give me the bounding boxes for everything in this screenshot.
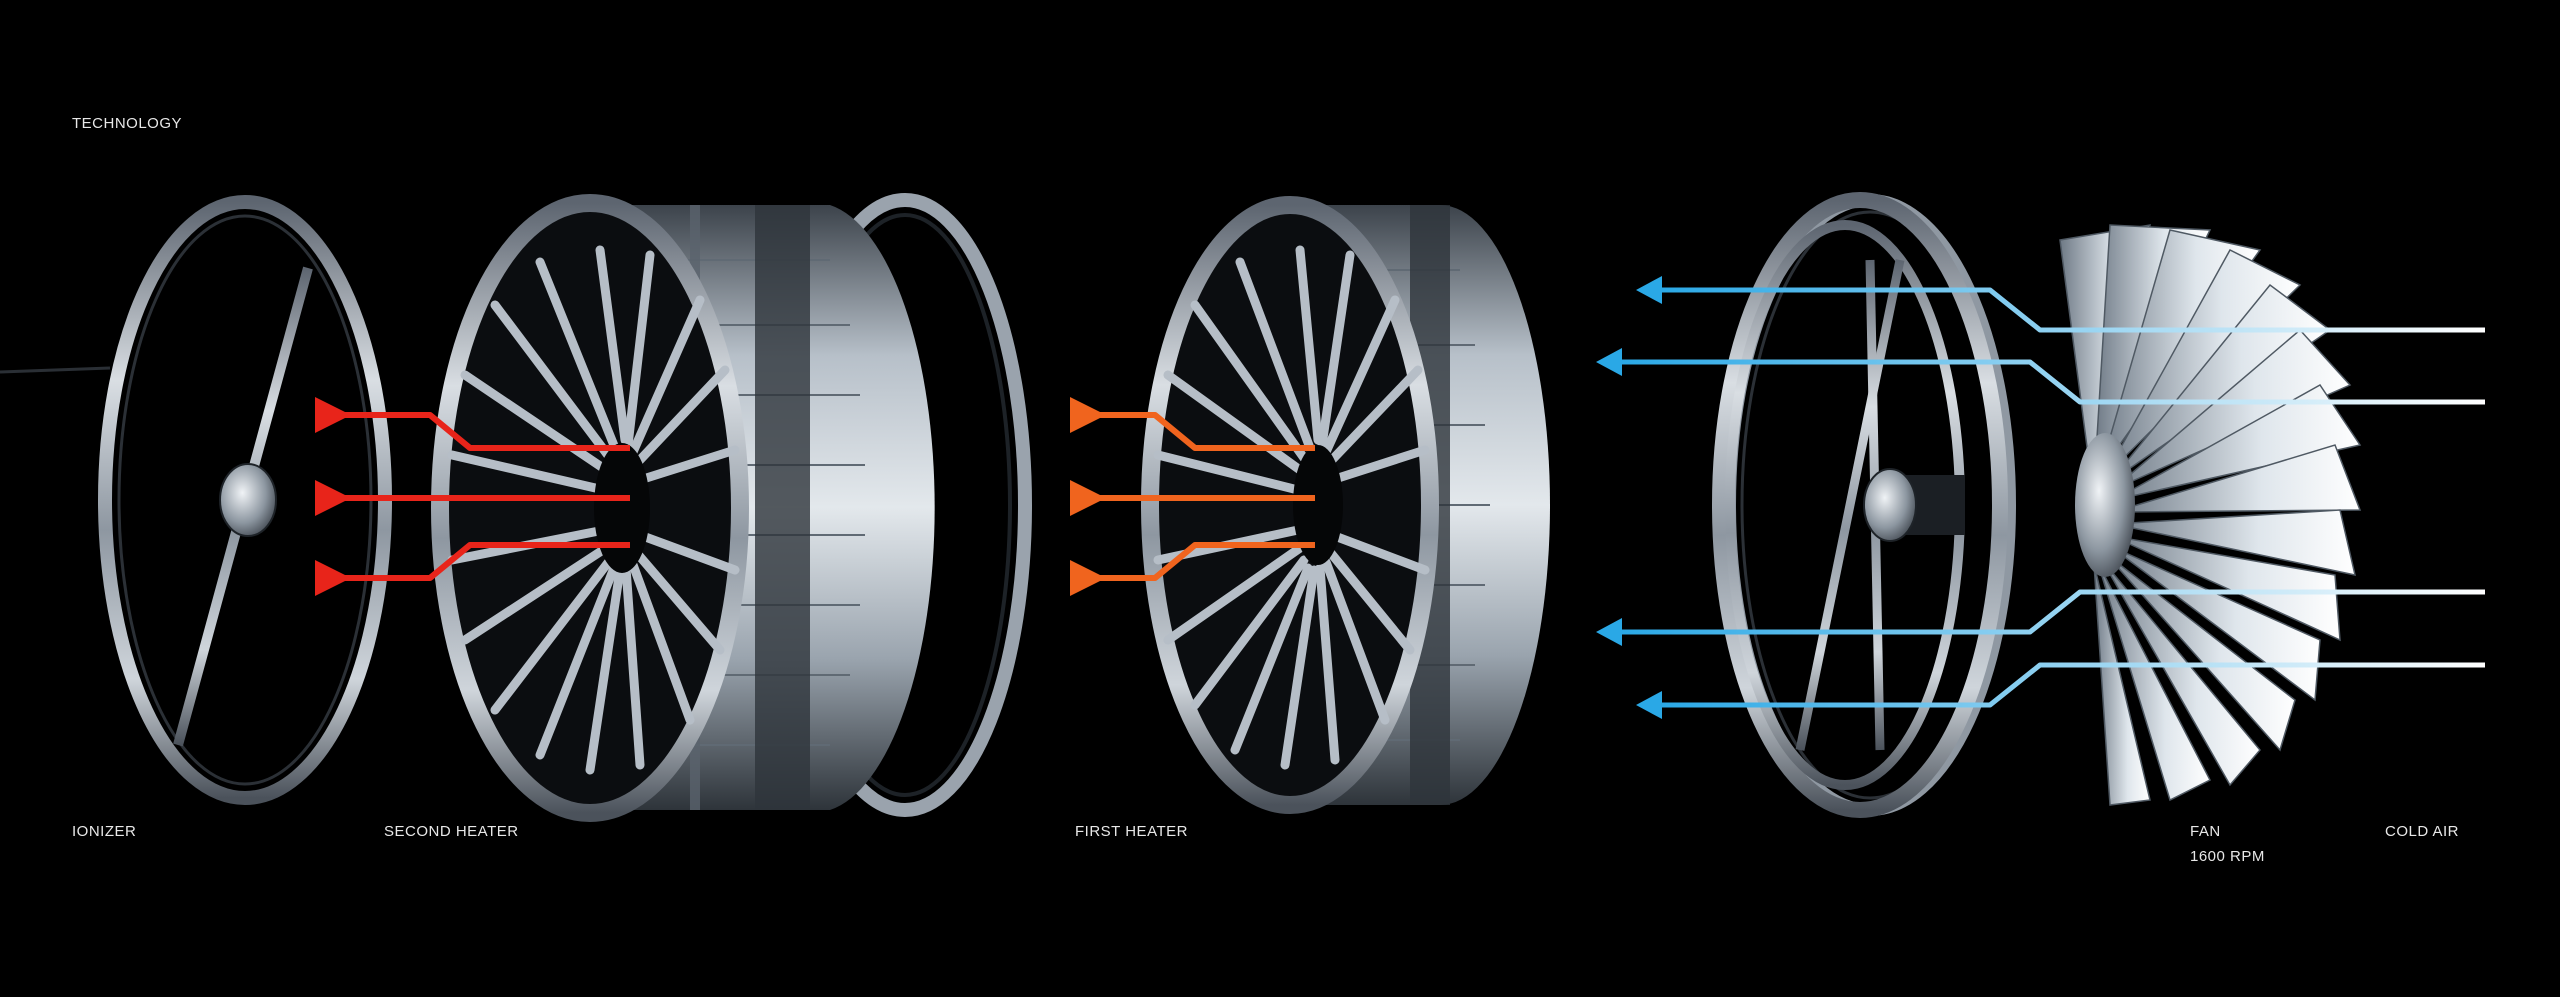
first-heater-label: FIRST HEATER [1075, 823, 1188, 840]
fan-label: FAN [2190, 823, 2221, 840]
warm-air-arrows [1070, 397, 1315, 596]
fan-grille [1712, 192, 2016, 818]
fan-speed-label: 1600 RPM [2190, 848, 2265, 865]
ionizer-label: IONIZER [72, 823, 137, 840]
power-cord [0, 366, 111, 374]
cold-air-arrowheads [1596, 276, 1662, 719]
second-heater-drum [431, 193, 1032, 822]
hot-air-arrows [315, 397, 630, 596]
fan-blades [2059, 224, 2362, 806]
page-title: TECHNOLOGY [72, 115, 183, 132]
ionizer-ring [98, 195, 392, 805]
cold-air-arrows [1620, 287, 2485, 708]
first-heater-drum [1141, 196, 1550, 814]
second-heater-label: SECOND HEATER [384, 823, 519, 840]
cold-air-label: COLD AIR [2385, 823, 2460, 840]
